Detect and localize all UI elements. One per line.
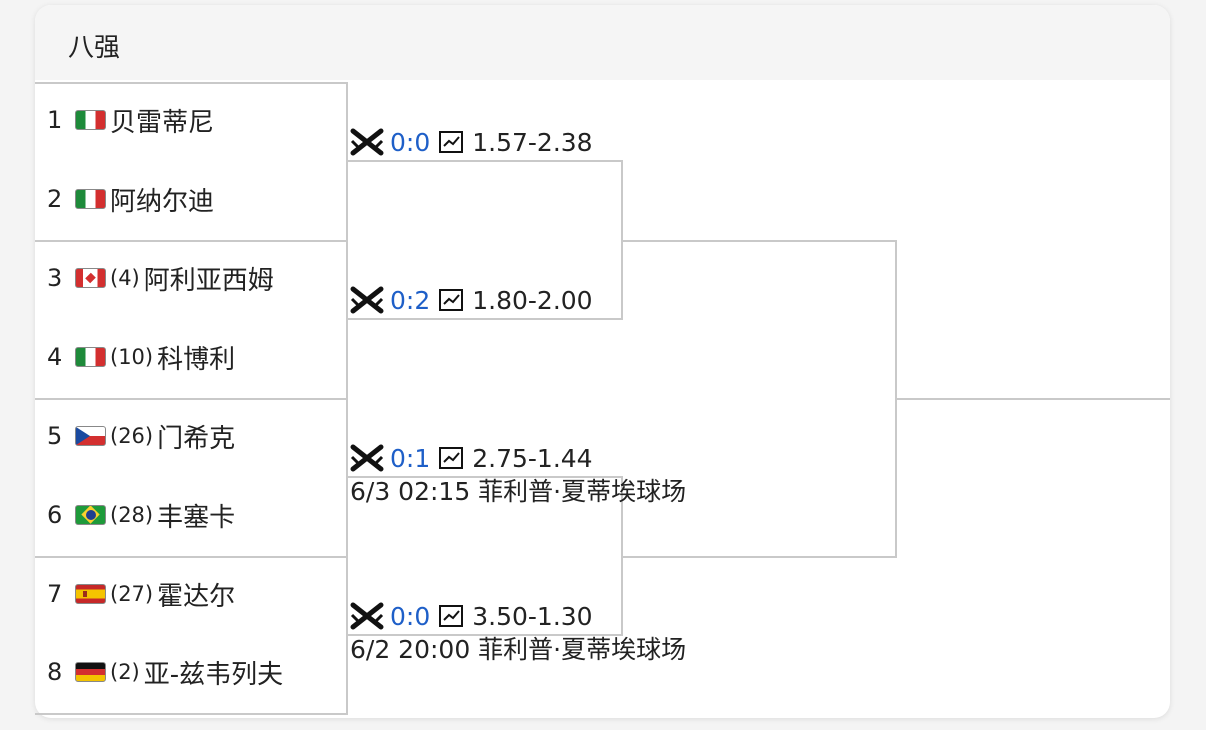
player-name: 贝雷蒂尼 [110,107,215,138]
bracket-line [895,398,1170,400]
player-name: 科博利 [157,344,236,375]
italy-flag-icon [75,110,106,130]
bracket-line [346,476,623,478]
player-number: 1 [47,106,63,134]
czech-flag-icon [75,426,106,446]
spain-flag-icon [75,584,106,604]
match-summary[interactable]: 0:2 1.80-2.00 [350,285,593,315]
player-number: 6 [47,501,63,529]
match-summary[interactable]: 0:0 3.50-1.30 [350,601,593,631]
brazil-flag-icon [75,505,106,525]
player-name: 阿利亚西姆 [143,265,274,296]
bracket-line [35,713,348,715]
crossed-swords-icon [350,286,384,314]
match-score: 0:1 [390,443,431,473]
line-chart-icon[interactable] [438,604,464,628]
match-odds: 3.50-1.30 [472,601,593,631]
bracket-line [35,398,348,400]
crossed-swords-icon [350,128,384,156]
player-number: 8 [47,658,63,686]
bracket-line [35,82,348,84]
player-name: 霍达尔 [157,581,236,612]
crossed-swords-icon [350,444,384,472]
bracket-card: 八强 [35,5,1170,718]
player-seed: (4) [110,266,140,290]
player-row[interactable]: 2 阿纳尔迪 [47,179,214,219]
line-chart-icon[interactable] [438,130,464,154]
player-row[interactable]: 4 (10) 科博利 [47,337,235,377]
player-number: 4 [47,343,63,371]
player-name: 亚-兹韦列夫 [143,659,284,690]
player-number: 2 [47,185,63,213]
canada-flag-icon [75,268,106,288]
match-schedule: 6/2 20:00 菲利普·夏蒂埃球场 [350,635,687,664]
player-seed: (27) [110,582,154,606]
player-number: 7 [47,580,63,608]
germany-flag-icon [75,662,106,682]
match-score: 0:2 [390,285,431,315]
player-name: 门希克 [157,423,236,454]
line-chart-icon[interactable] [438,446,464,470]
player-number: 5 [47,422,63,450]
player-row[interactable]: 7 (27) 霍达尔 [47,574,235,614]
bracket-line [346,160,623,162]
player-seed: (28) [110,503,154,527]
match-score: 0:0 [390,601,431,631]
bracket-line [346,318,623,320]
match-odds: 2.75-1.44 [472,443,593,473]
bracket-line [346,634,623,636]
bracket-line [35,556,348,558]
player-row[interactable]: 1 贝雷蒂尼 [47,100,214,140]
italy-flag-icon [75,189,106,209]
bracket-line [621,240,897,242]
player-row[interactable]: 5 (26) 门希克 [47,416,235,456]
player-name: 丰塞卡 [157,502,236,533]
player-row[interactable]: 8 (2) 亚-兹韦列夫 [47,652,283,692]
player-seed: (26) [110,424,154,448]
crossed-swords-icon [350,602,384,630]
italy-flag-icon [75,347,106,367]
round-header: 八强 [35,5,1170,80]
match-schedule: 6/3 02:15 菲利普·夏蒂埃球场 [350,477,687,506]
match-summary[interactable]: 0:1 2.75-1.44 [350,443,593,473]
bracket-line [346,82,348,715]
bracket-line [621,556,897,558]
line-chart-icon[interactable] [438,288,464,312]
player-row[interactable]: 6 (28) 丰塞卡 [47,495,235,535]
player-seed: (2) [110,660,140,684]
player-name: 阿纳尔迪 [110,186,215,217]
match-odds: 1.80-2.00 [472,285,593,315]
match-score: 0:0 [390,127,431,157]
round-title: 八强 [68,33,121,63]
match-summary[interactable]: 0:0 1.57-2.38 [350,127,593,157]
player-seed: (10) [110,345,154,369]
player-row[interactable]: 3 (4) 阿利亚西姆 [47,258,274,298]
bracket-line [35,240,348,242]
player-number: 3 [47,264,63,292]
match-odds: 1.57-2.38 [472,127,593,157]
